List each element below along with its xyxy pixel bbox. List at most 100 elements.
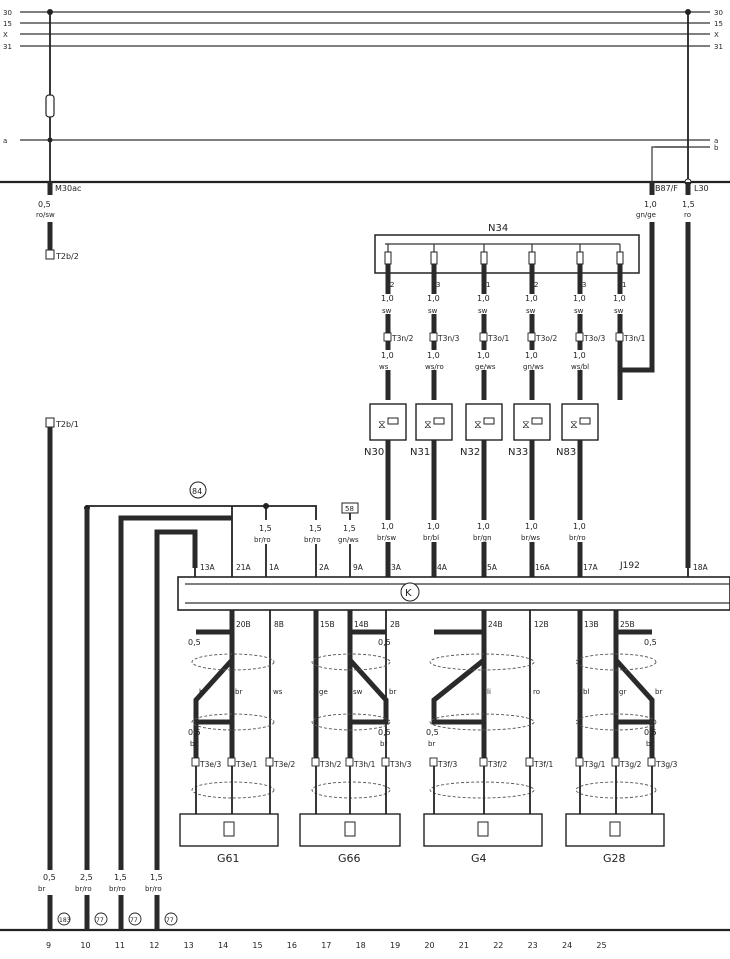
connector-icon [647,757,656,767]
pin-label: 25B [620,620,635,629]
connector-icon [191,757,200,767]
columns-24-25-circuit: B87/F L30 1,0 gn/ge 1,5 ro [617,9,709,568]
valve-label: N83 [556,447,576,458]
connector-icon [345,757,354,767]
n34-pin-number: 1 [622,281,626,289]
wire-color: ws/bl [571,363,589,371]
sensor-label: G28 [603,852,626,865]
conn-label: M30ac [55,184,81,193]
terminal-label: T3h/2 [319,760,342,769]
valve-symbol: ⧖ [378,418,386,431]
wire-size: 1,0 [477,522,490,531]
k-marker [400,582,420,602]
conn-label: L30 [694,184,709,193]
column-number: 11 [115,941,125,950]
wire-color: br/ro [569,534,586,542]
wire-size: 0,5 [38,200,51,209]
terminal-label: T3n/1 [623,334,646,343]
valve-label: N30 [364,447,384,458]
wire-color: sw [353,688,363,696]
resistor-icon [528,251,536,265]
marker-84 [189,481,207,499]
column-number: 12 [149,941,159,950]
wire-color: br/sw [377,534,396,542]
marker-58-label: 58 [345,505,354,513]
wire-size: 1,0 [573,522,586,531]
terminal-label: T3o/1 [487,334,509,343]
label-bg [615,294,625,314]
column-number: 14 [218,941,228,950]
wire-size: 1,0 [381,351,394,360]
rail-label-right: X [714,31,719,39]
wire-size: 0,5 [378,638,391,647]
wire-size: 0,5 [644,728,657,737]
column-number: 22 [493,941,503,950]
wire-size: 1,5 [682,200,695,209]
connector-icon [611,757,620,767]
pin-label: 15B [320,620,335,629]
pin-label: 3A [391,563,402,572]
wire-color: gn/ge [636,211,656,219]
valve-coil-icon [531,417,543,425]
wire-color: br [38,885,45,893]
shield-ellipse [575,653,657,671]
terminal-label: T3n/2 [391,334,414,343]
label-bg [523,350,541,370]
wire-color: br [190,740,197,748]
connector-icon [575,757,584,767]
pin-label: 16A [535,563,551,572]
wire-size: 1,0 [381,294,394,303]
wire-size: 2,5 [80,873,93,882]
bus-label-a-left: a [3,137,7,145]
wire-size: 0,5 [378,728,391,737]
wire-color: br/ro [304,536,321,544]
column-number: 16 [287,941,297,950]
marker-84-label: 84 [192,487,202,496]
column-number: 17 [321,941,331,950]
valve-group: ⧖N301,0br/sw3A⧖N311,0br/bl4A⧖N321,0br/gn… [364,403,599,577]
terminal-label: T2b/1 [55,420,79,429]
connector-icon [381,757,390,767]
shield-wire [613,629,655,725]
shield-ellipse [429,653,535,671]
terminal-label: T2b/2 [55,252,79,261]
wire-color: sw [574,307,584,315]
column-number: 24 [562,941,572,950]
wire-color: ws/ro [425,363,444,371]
pin-label: 13A [200,563,216,572]
j192-label: J192 [619,561,640,571]
resistor-icon [430,251,438,265]
connector-icon [265,757,274,767]
j192-box [177,576,730,611]
valve-symbol: ⧖ [474,418,482,431]
valve-symbol: ⧖ [424,418,432,431]
wire-size: 1,0 [477,351,490,360]
label-bg [429,294,439,314]
column-number: 25 [596,941,606,950]
column-number: 13 [184,941,194,950]
wire-color: br/ws [521,534,540,542]
label-bg [378,520,400,542]
terminal-label: T3e/3 [199,760,221,769]
terminal-label: T3f/2 [487,760,508,769]
terminal-label: T3g/2 [619,760,642,769]
wire-color: br [646,740,653,748]
wire-color: gn/ws [338,536,359,544]
n34-pin-number: 3 [582,281,586,289]
column-number: 19 [390,941,400,950]
connector-icon [45,249,55,260]
ref-label: 77 [96,917,104,924]
label-bg [425,350,443,370]
wire-color: br/ro [75,885,92,893]
wire-size: 1,0 [525,294,538,303]
label-bg [424,520,446,542]
connector-icon [311,757,320,767]
wire-col24-upper [651,146,688,182]
pin-label: 17A [583,563,599,572]
valve-symbol: ⧖ [522,418,530,431]
wire-color: br [199,688,206,696]
wire-size: 1,0 [613,294,626,303]
label-bg [522,520,544,542]
